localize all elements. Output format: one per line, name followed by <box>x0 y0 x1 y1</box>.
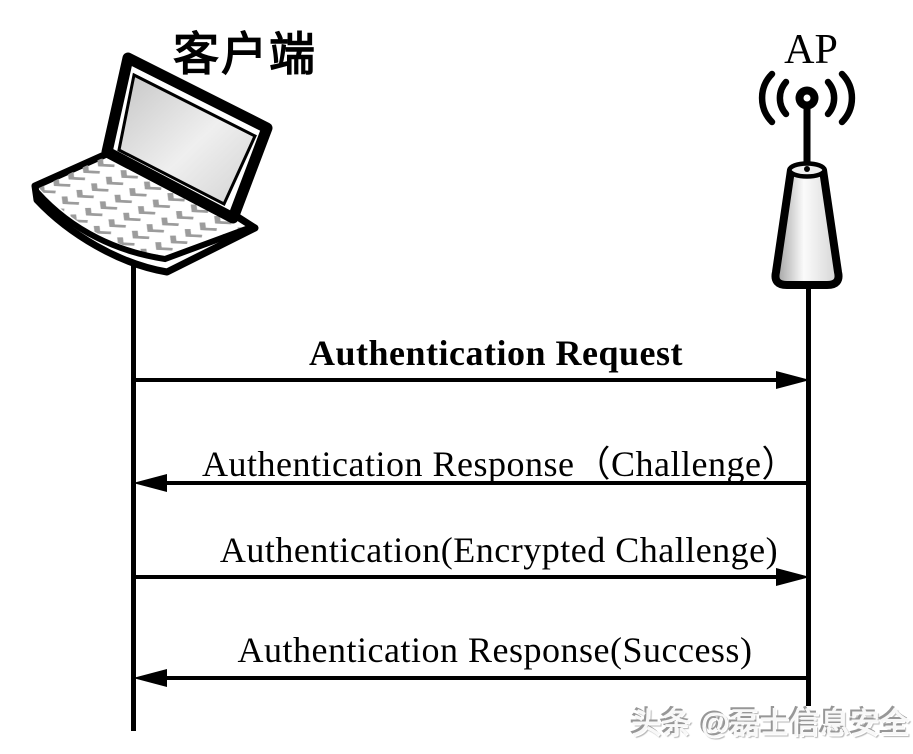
arrowhead-left-icon <box>133 669 167 687</box>
radio-waves-icon <box>758 70 856 126</box>
arrow-shaft <box>133 378 780 382</box>
laptop-icon <box>31 52 273 276</box>
ap-lifeline <box>806 286 811 706</box>
watermark-text: 头条 @磊士信息安全 <box>631 708 910 740</box>
message-label-authentication-encrypted-challenge: Authentication(Encrypted Challenge) <box>219 530 779 570</box>
client-lifeline <box>131 262 136 731</box>
message-label-authentication-request: Authentication Request <box>308 333 683 373</box>
arrowhead-left-icon <box>133 474 167 492</box>
arrow-shaft <box>133 575 780 579</box>
ap-actor-label: AP <box>784 27 838 73</box>
arrowhead-right-icon <box>776 568 810 586</box>
message-arrow-left <box>133 474 810 492</box>
client-actor-label: 客户端 <box>173 29 317 80</box>
arrow-shaft <box>163 481 810 485</box>
message-arrow-right <box>133 568 810 586</box>
arrow-shaft <box>163 676 810 680</box>
message-label-authentication-response-success: Authentication Response(Success) <box>237 630 753 670</box>
arrowhead-right-icon <box>776 371 810 389</box>
message-arrow-left <box>133 669 810 687</box>
message-label-authentication-response-challenge: Authentication Response（Challenge） <box>202 444 798 484</box>
message-arrow-right <box>133 371 810 389</box>
ap-antenna-icon <box>758 70 856 289</box>
